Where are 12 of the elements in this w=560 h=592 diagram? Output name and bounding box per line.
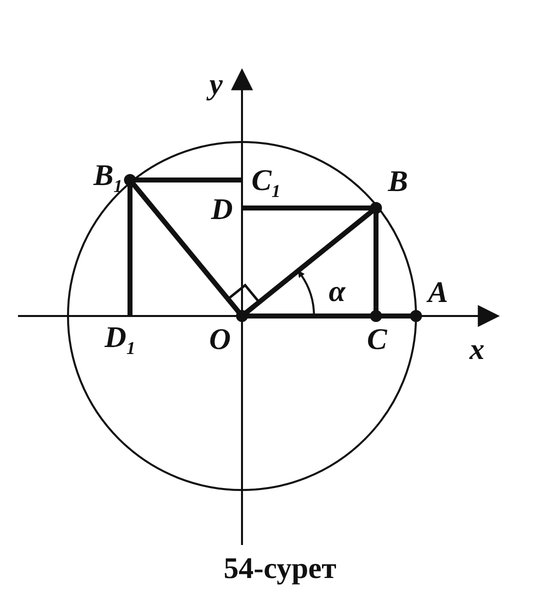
point-label: B xyxy=(388,167,408,197)
point-label: D xyxy=(211,195,233,225)
figure-caption: 54-сурет xyxy=(222,552,338,586)
axis-label: y xyxy=(209,70,223,100)
axis-label: x xyxy=(470,335,484,365)
point-label: D$_{1}$ xyxy=(104,323,136,357)
point-label: C xyxy=(367,325,387,355)
point-label: C$_{1}$ xyxy=(252,166,280,200)
angle-label: α xyxy=(328,277,346,307)
point-label: A xyxy=(428,278,448,308)
point-label: O xyxy=(209,325,231,355)
point-label: B$_{1}$ xyxy=(94,161,122,195)
